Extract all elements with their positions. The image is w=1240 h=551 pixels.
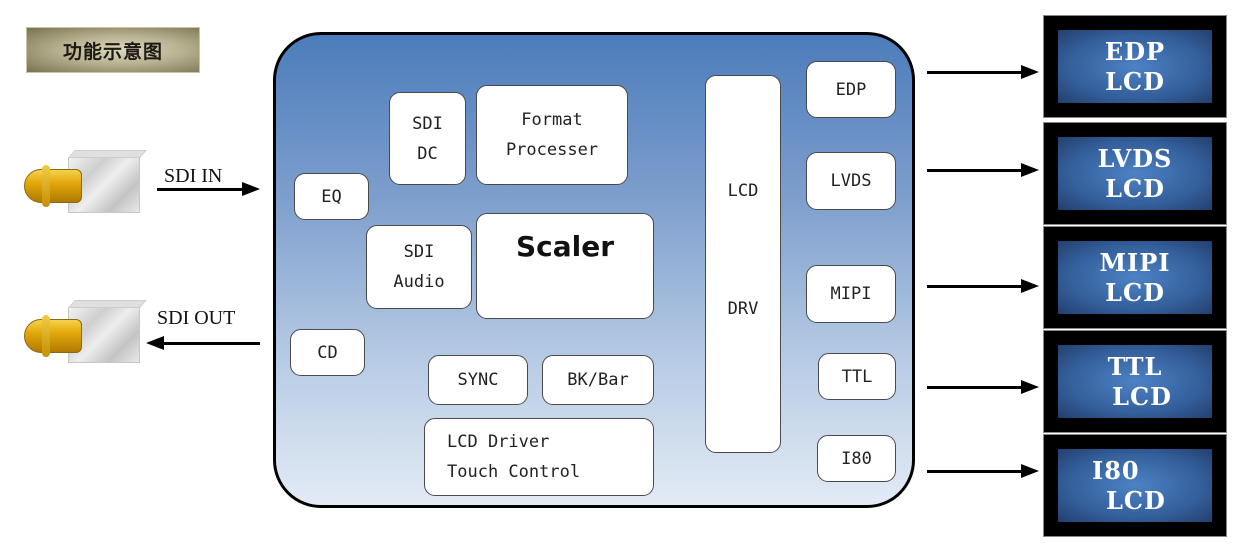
sdi-out-connector-icon xyxy=(24,305,144,365)
lcd-drv-block: LCD DRV xyxy=(705,75,781,453)
lvds-interface-block: LVDS xyxy=(806,152,896,210)
mipi-lcd-panel: MIPI LCD xyxy=(1043,226,1227,329)
sdi-dc-block: SDI DC xyxy=(389,92,466,185)
sync-block: SYNC xyxy=(428,355,528,405)
sync-label: SYNC xyxy=(457,370,499,390)
sdi-in-arrow-head-icon xyxy=(242,182,260,196)
ttl-output-arrow-line xyxy=(927,386,1027,389)
sdi-audio-label-1: SDI xyxy=(403,242,435,262)
bnc-ring xyxy=(42,315,50,357)
bk-bar-block: BK/Bar xyxy=(542,355,654,405)
eq-block: EQ xyxy=(294,173,369,220)
chip-block: EQ CD SDI DC Format Processer SDI Audio … xyxy=(273,32,915,508)
lcd-panel-label-1: LVDS xyxy=(1097,143,1173,173)
bnc-barrel xyxy=(24,169,82,203)
format-processer-label-1: Format xyxy=(521,110,583,130)
sdi-out-arrow-line xyxy=(162,342,260,345)
lcd-screen: I80 LCD xyxy=(1058,449,1212,522)
bk-bar-label: BK/Bar xyxy=(567,370,629,390)
lcd-drv-label-1: LCD xyxy=(727,181,759,201)
eq-label: EQ xyxy=(321,186,342,207)
i80-output-arrow-head-icon xyxy=(1021,464,1039,478)
edp-output-arrow-line xyxy=(927,71,1027,74)
lcd-panel-label-2: LCD xyxy=(1105,66,1165,96)
edp-label: EDP xyxy=(835,79,867,100)
cd-label: CD xyxy=(317,342,338,363)
sdi-out-arrow-head-icon xyxy=(146,336,164,350)
format-processer-label-2: Processer xyxy=(505,140,599,160)
bnc-barrel xyxy=(24,319,82,353)
lvds-output-arrow-line xyxy=(927,169,1027,172)
mipi-interface-block: MIPI xyxy=(806,265,896,323)
lcd-driver-touch-control-block: LCD Driver Touch Control xyxy=(424,418,654,496)
sdi-in-arrow-line xyxy=(157,188,245,191)
lcd-screen: MIPI LCD xyxy=(1058,241,1212,314)
i80-output-arrow-line xyxy=(927,470,1027,473)
edp-interface-block: EDP xyxy=(806,61,896,118)
sdi-dc-label-2: DC xyxy=(417,143,438,164)
lcd-screen: TTL LCD xyxy=(1058,345,1212,418)
mipi-output-arrow-head-icon xyxy=(1021,279,1039,293)
lvds-label: LVDS xyxy=(830,171,872,191)
edp-lcd-panel: EDP LCD xyxy=(1043,15,1227,118)
diagram-title: 功能示意图 xyxy=(62,40,163,63)
lcd-drv-label-2: DRV xyxy=(727,299,759,319)
lcd-screen: EDP LCD xyxy=(1058,30,1212,103)
sdi-out-label: SDI OUT xyxy=(157,307,236,329)
sdi-in-connector-icon xyxy=(24,155,144,215)
sdi-audio-block: SDI Audio xyxy=(366,225,472,309)
lcd-panel-label-2: LCD xyxy=(1112,381,1172,411)
ttl-label: TTL xyxy=(841,366,873,387)
format-processer-block: Format Processer xyxy=(476,85,628,185)
lcd-panel-label-1: I80 xyxy=(1092,455,1140,485)
lvds-lcd-panel: LVDS LCD xyxy=(1043,122,1227,225)
lcd-driver-label: LCD Driver xyxy=(447,432,550,452)
lcd-panel-label-1: MIPI xyxy=(1099,247,1171,277)
ttl-output-arrow-head-icon xyxy=(1021,380,1039,394)
sdi-in-label: SDI IN xyxy=(164,165,223,187)
touch-control-label: Touch Control xyxy=(447,462,581,482)
lcd-panel-label-2: LCD xyxy=(1105,277,1165,307)
i80-label: I80 xyxy=(841,448,872,469)
lvds-output-arrow-head-icon xyxy=(1021,163,1039,177)
mipi-label: MIPI xyxy=(830,284,872,304)
scaler-label: Scaler xyxy=(515,230,615,263)
lcd-panel-label-2: LCD xyxy=(1106,485,1166,515)
lcd-panel-label-1: TTL xyxy=(1107,351,1163,381)
diagram-title-badge: 功能示意图 xyxy=(26,27,200,73)
i80-interface-block: I80 xyxy=(817,435,896,482)
i80-lcd-panel: I80 LCD xyxy=(1043,434,1227,537)
lcd-panel-label-1: EDP xyxy=(1104,36,1166,66)
bnc-ring xyxy=(42,165,50,207)
scaler-block: Scaler xyxy=(476,213,654,319)
lcd-screen: LVDS LCD xyxy=(1058,137,1212,210)
lcd-panel-label-2: LCD xyxy=(1105,173,1165,203)
sdi-audio-label-2: Audio xyxy=(393,272,445,292)
edp-output-arrow-head-icon xyxy=(1021,65,1039,79)
ttl-lcd-panel: TTL LCD xyxy=(1043,330,1227,433)
mipi-output-arrow-line xyxy=(927,285,1027,288)
cd-block: CD xyxy=(290,329,365,376)
ttl-interface-block: TTL xyxy=(818,353,896,400)
sdi-dc-label-1: SDI xyxy=(412,113,443,134)
